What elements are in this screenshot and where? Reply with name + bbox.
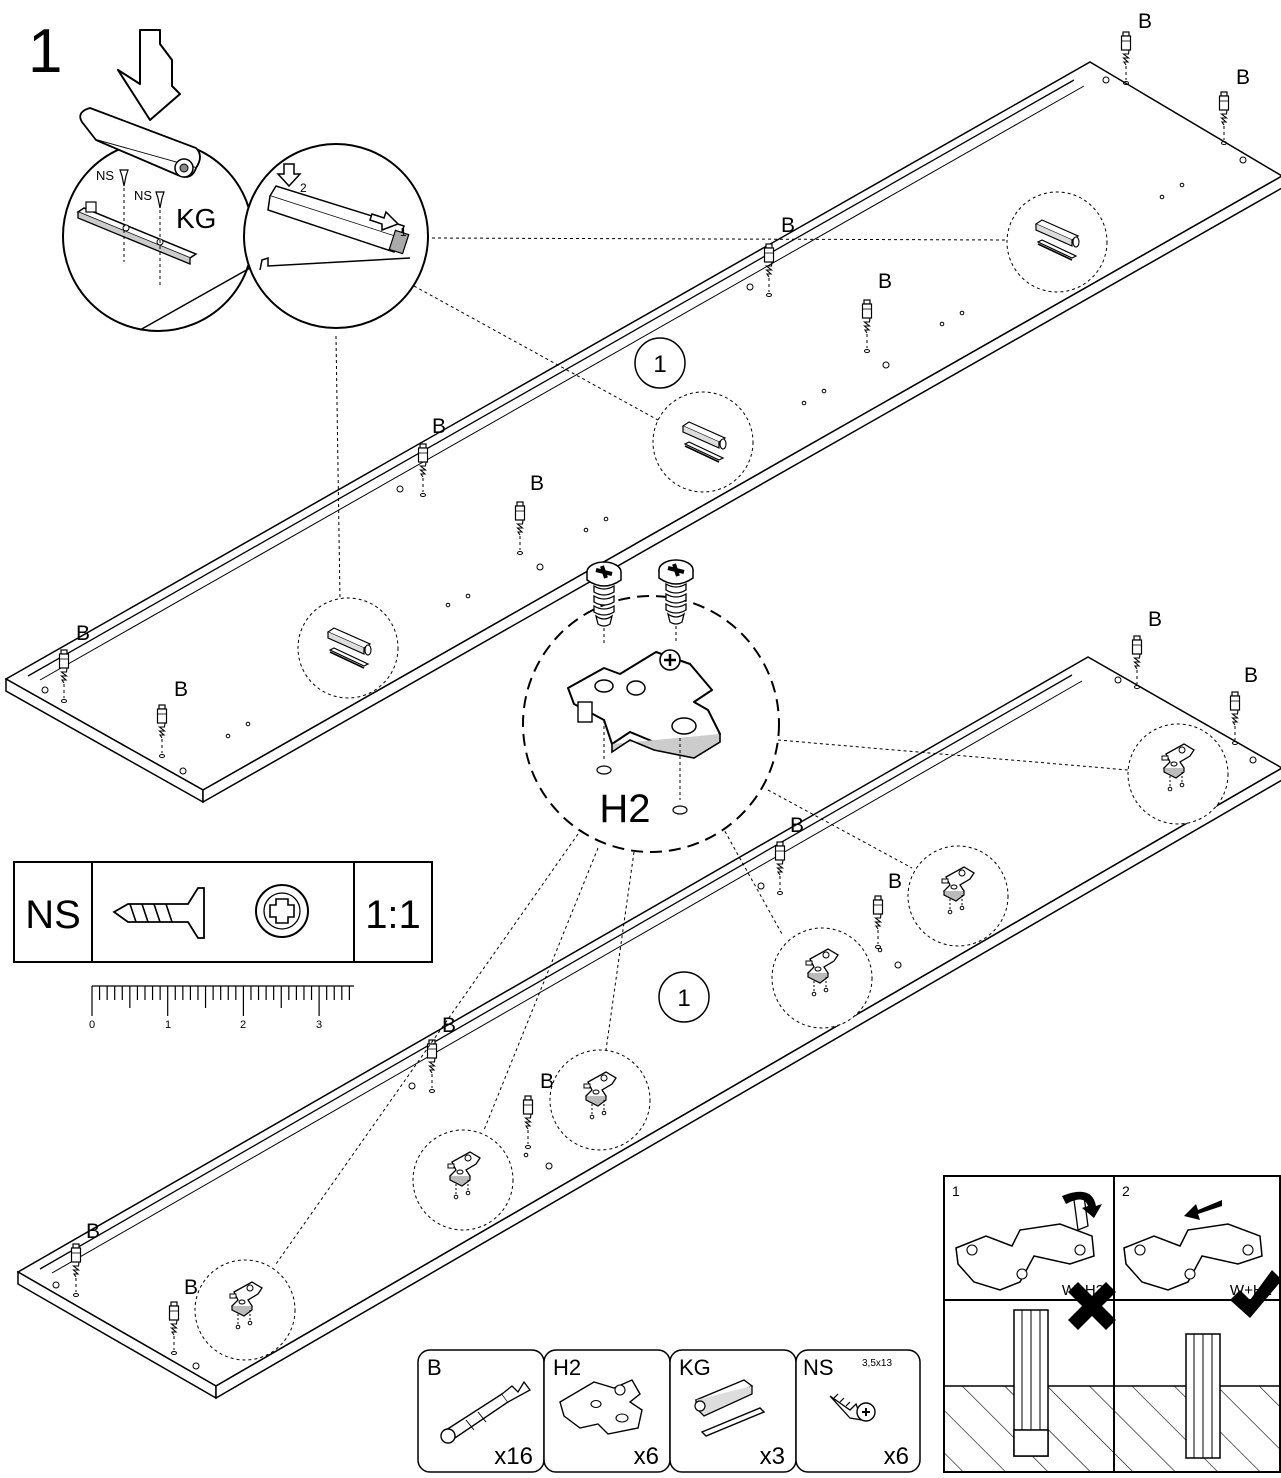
part-b-icon xyxy=(440,1380,531,1444)
dowel-b-label: B xyxy=(888,870,902,893)
instruction-grid: 1 2 W+H2 W+H2 xyxy=(943,1175,1281,1473)
svg-text:2: 2 xyxy=(300,181,307,195)
svg-text:1:1: 1:1 xyxy=(365,893,421,937)
dowel-b-label: B xyxy=(1148,608,1162,631)
hinge-attach-step1 xyxy=(955,1191,1102,1291)
dowel-b-label: B xyxy=(86,1220,100,1243)
svg-text:2: 2 xyxy=(1122,1183,1130,1199)
leader-lines xyxy=(275,237,1129,1265)
dowel-b-label: B xyxy=(540,1070,554,1093)
insert-arrow-icon xyxy=(117,29,181,121)
svg-text:1: 1 xyxy=(677,985,690,1012)
svg-text:3,5x13: 3,5x13 xyxy=(862,1358,892,1369)
svg-text:1: 1 xyxy=(400,225,407,239)
dowel-b-label: B xyxy=(790,814,804,837)
panel-ref-top: 1 xyxy=(634,337,686,389)
svg-text:1: 1 xyxy=(653,351,666,378)
ruler xyxy=(91,985,354,1016)
dowel-b-label: B xyxy=(1244,664,1258,687)
part-h2-icon xyxy=(559,1379,643,1435)
part-ns-icon xyxy=(829,1393,876,1422)
bottom-panel xyxy=(16,656,1281,1400)
arrow-right-icon xyxy=(369,210,400,232)
svg-text:x3: x3 xyxy=(760,1443,785,1470)
step-number: 1 xyxy=(28,17,62,86)
svg-text:NS: NS xyxy=(25,893,81,937)
svg-text:NS: NS xyxy=(803,1355,834,1380)
svg-text:NS: NS xyxy=(96,168,114,183)
h2-detail: H2 xyxy=(522,558,780,853)
svg-text:KG: KG xyxy=(176,203,216,234)
rotate-arrow-icon xyxy=(1062,1191,1102,1218)
svg-text:B: B xyxy=(427,1355,442,1380)
slide-arrow-icon xyxy=(1184,1200,1222,1220)
svg-text:NS: NS xyxy=(134,188,152,203)
svg-text:H2: H2 xyxy=(553,1355,581,1380)
dowel-b-label: B xyxy=(530,472,544,495)
dowel-b-label: B xyxy=(76,622,90,645)
dowel-right xyxy=(1185,1270,1281,1459)
svg-text:x16: x16 xyxy=(494,1443,533,1470)
kg-detail-callouts xyxy=(297,191,1108,699)
dowel-wrong xyxy=(1013,1282,1116,1457)
dowel-b-label: B xyxy=(1138,10,1152,33)
dowel-b-label: B xyxy=(174,678,188,701)
hinge-attach-step2 xyxy=(1123,1200,1263,1291)
svg-text:2: 2 xyxy=(240,1019,246,1031)
svg-text:3: 3 xyxy=(316,1019,322,1031)
svg-text:H2: H2 xyxy=(599,787,650,831)
ruler-labels: 0 1 2 3 xyxy=(89,1019,322,1031)
dowel-b-label: B xyxy=(781,214,795,237)
svg-text:1: 1 xyxy=(165,1019,171,1031)
ns-scale-box: NS 1:1 xyxy=(13,861,433,963)
check-icon xyxy=(1230,1270,1281,1318)
svg-text:x6: x6 xyxy=(884,1443,909,1470)
dowel-b-label: B xyxy=(1236,66,1250,89)
svg-text:x6: x6 xyxy=(634,1443,659,1470)
dowel-b-labels: B B B B B B B B B B B B B B B B xyxy=(76,10,1258,1299)
svg-text:KG: KG xyxy=(679,1355,711,1380)
dowel-b-label: B xyxy=(442,1014,456,1037)
part-kg-icon xyxy=(694,1379,766,1437)
dowel-b-label: B xyxy=(184,1276,198,1299)
svg-text:1: 1 xyxy=(952,1183,960,1199)
dowel-b-label: B xyxy=(432,415,446,438)
screw-head-icon xyxy=(255,884,309,938)
parts-list: B H2 KG NS 3,5x13 x16 x6 x3 x6 xyxy=(417,1349,921,1473)
h2-detail-callouts xyxy=(194,723,1229,1361)
svg-text:0: 0 xyxy=(89,1019,95,1031)
cross-icon xyxy=(1068,1282,1116,1330)
screw-side-icon xyxy=(112,887,205,939)
dowel-b-label: B xyxy=(878,270,892,293)
kg-detail: 1 NS NS KG 2 1 xyxy=(28,17,429,332)
arrow-down-icon xyxy=(276,163,302,188)
panel-ref-bottom: 1 xyxy=(658,971,710,1023)
